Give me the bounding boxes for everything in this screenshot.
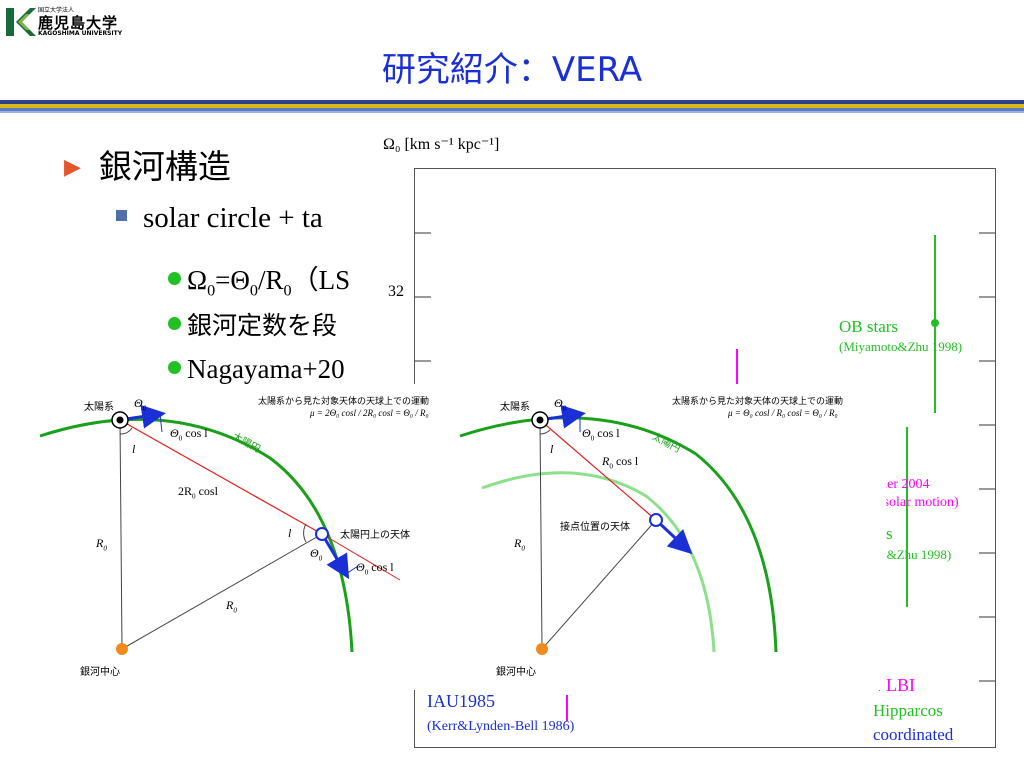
solar-circle-arc [39, 417, 354, 653]
bullet-triangle-icon: ▶ [64, 155, 81, 180]
sightline-label: R0 cos l [602, 454, 639, 471]
theta-obj-cos-label: Θ0 cos l [356, 560, 394, 577]
theta0-label: Θ0 [554, 396, 567, 413]
motion-title: 太陽系から見た対象天体の天球上での運動 [258, 397, 430, 407]
ob-stars-point [931, 319, 939, 327]
legend-coordinated: coordinated [873, 725, 954, 744]
label-ob-stars: OB stars [839, 317, 899, 336]
motion-formula: μ = Θ₀ cosl / R₀ cosl = Θ₀ / R₀ [728, 408, 838, 418]
motion-formula: μ = 2Θ₀ cosl / 2R₀ cosl = Θ₀ / R₀ [310, 408, 429, 418]
chord-line [119, 419, 323, 535]
bullet-dot-icon [168, 272, 181, 285]
angle-l-label: l [550, 442, 554, 456]
r0-bottom-label: R0 [226, 598, 237, 615]
university-name-en: KAGOSHIMA UNIVERSITY [38, 30, 123, 37]
university-logo-icon [6, 8, 36, 36]
galactic-center-label: 銀河中心 [496, 667, 536, 678]
diagram-tangent-point: 太陽系 Θ0 Θ0 cos l 太陽円 l R0 cos l R0 接点位置の天… [446, 384, 886, 690]
chart-right-ticks [979, 232, 995, 682]
galactic-center-label: 銀河中心 [80, 667, 120, 678]
legend-hipparcos: Hipparcos [873, 701, 943, 720]
r0-label: R0 [96, 536, 107, 553]
theta-obj-label: Θ0 [310, 546, 323, 563]
diagram-solar-circle: 太陽系 Θ0 Θ0 cos l 太陽円 l 2R0 cosl R0 R0 太陽円… [0, 384, 446, 690]
sightline [539, 419, 657, 521]
tangent-object-marker [649, 513, 663, 527]
label-des-ref: oto&Zhu 1998) [870, 547, 952, 562]
tangent-circle-arc [481, 471, 716, 653]
university-name: 鹿児島大学 [38, 14, 119, 32]
theta0-label: Θ0 [134, 396, 147, 413]
slide-title: 研究紹介：VERA [381, 50, 643, 90]
bullet-level3-constants: 銀河定数を段 [168, 306, 384, 342]
tangent-object-label: 接点位置の天体 [560, 522, 630, 533]
chart-ylabel: Ω₀ [km s⁻¹ kpc⁻¹] [383, 136, 500, 153]
angle-l-label: l [132, 442, 136, 456]
sun-label: 太陽系 [84, 402, 114, 413]
galactic-center-marker [536, 643, 548, 655]
label-iau-ref: (Kerr&Lynden-Bell 1986) [427, 719, 575, 734]
chart-tick-32: 32 [388, 283, 404, 300]
bullet-square-icon [116, 210, 127, 221]
bullet-dot-icon [168, 317, 181, 330]
diagram-left-canvas [39, 404, 401, 655]
theta-cos-label: Θ0 cos l [582, 426, 620, 443]
header-rule [0, 100, 1024, 113]
label-haler2: al solar motion) [870, 495, 959, 510]
sun-label: 太陽系 [500, 402, 530, 413]
label-iau: IAU1985 [427, 691, 495, 711]
university-type: 国立大学法人 [38, 7, 75, 14]
bullet-level2-text: solar circle + ta [143, 202, 323, 234]
bullet-level3-omega: Ω0=Θ0/R0（LS [168, 258, 384, 300]
chord-label: 2R0 cosl [178, 484, 218, 501]
bullet-level3-nagayama: Nagayama+20 [168, 354, 384, 384]
solar-circle-arc [459, 416, 778, 653]
motion-title: 太陽系から見た対象天体の天球上での運動 [672, 397, 844, 407]
bullet-level1-text: 銀河構造 [98, 147, 231, 186]
bullet-level1: ▶ 銀河構造 [64, 140, 231, 188]
label-ob-ref: (Miyamoto&Zhu 1998) [839, 339, 963, 354]
diagram-right-canvas [459, 404, 778, 655]
bullet-level2: solar circle + ta [116, 202, 384, 235]
galactic-center-marker [116, 643, 128, 655]
r0-label: R0 [514, 536, 525, 553]
bullet-dot-icon [168, 361, 181, 374]
angle-l2-label: l [288, 526, 292, 540]
theta-cos-label: Θ0 cos l [170, 426, 208, 443]
object-marker [315, 527, 329, 541]
object-label: 太陽円上の天体 [340, 530, 410, 541]
